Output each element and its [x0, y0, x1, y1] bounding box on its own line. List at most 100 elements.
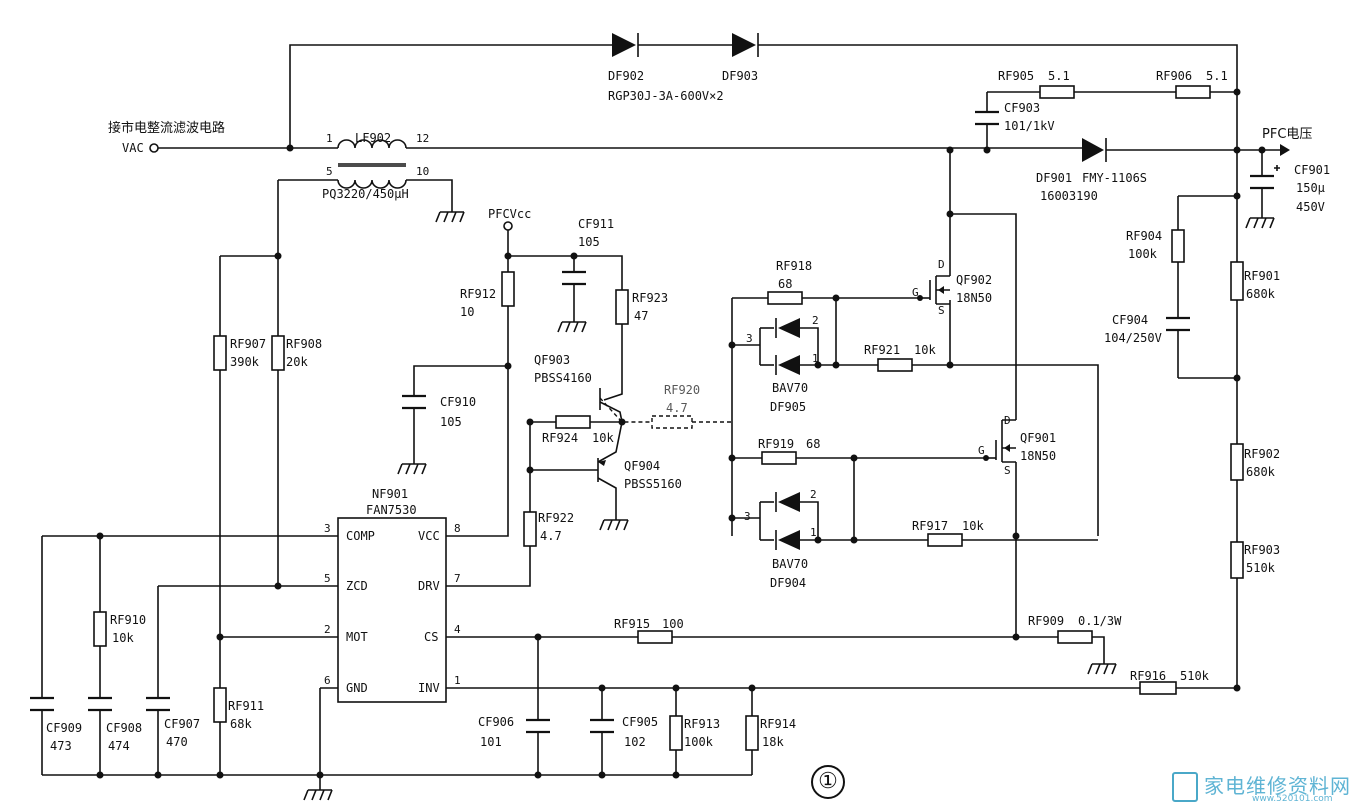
df902-df903-part: RGP30J-3A-600V×2 — [608, 89, 724, 103]
ic-pin-vcc: VCC — [418, 529, 440, 543]
qf902-s: S — [938, 304, 945, 317]
qf901-s: S — [1004, 464, 1011, 477]
ic-pin-drv: DRV — [418, 579, 440, 593]
cf906-ref: CF906 — [478, 715, 514, 729]
diode-df902 — [612, 33, 639, 57]
lf902-pin5: 5 — [326, 165, 333, 178]
rf905-value: 5.1 — [1048, 69, 1070, 83]
rf920-value: 4.7 — [666, 401, 688, 415]
ic-pin-cs: CS — [424, 630, 438, 644]
rf903-body — [1230, 541, 1244, 579]
figure-marker: ① — [811, 765, 845, 799]
qf902-g: G — [912, 286, 919, 299]
qf903-value: PBSS4160 — [534, 371, 592, 385]
ic-pin2-num: 2 — [324, 623, 331, 636]
ic-pin7-num: 7 — [454, 572, 461, 585]
rf909-value: 0.1/3W — [1078, 614, 1122, 628]
rf911-body — [213, 687, 227, 723]
mosfet-qf901 — [986, 419, 1016, 463]
ic-pin-zcd: ZCD — [346, 579, 368, 593]
rf917-ref: RF917 — [912, 519, 948, 533]
df905-value: BAV70 — [772, 381, 808, 395]
df905-pin3: 3 — [746, 332, 753, 345]
cf903-value: 101/1kV — [1004, 119, 1055, 133]
rf909-body — [1057, 630, 1093, 644]
vac-label: VAC — [122, 141, 144, 155]
rf907-value: 390k — [230, 355, 260, 369]
rf915-ref: RF915 — [614, 617, 650, 631]
lf902-pin1: 1 — [326, 132, 333, 145]
resistors — [93, 85, 1244, 751]
cf905-ref: CF905 — [622, 715, 658, 729]
cf901-plates — [1250, 165, 1280, 190]
rf910-value: 10k — [112, 631, 134, 645]
rf919-ref: RF919 — [758, 437, 794, 451]
cf907-ref: CF907 — [164, 717, 200, 731]
cf909-ref: CF909 — [46, 721, 82, 735]
rf916-body — [1139, 681, 1177, 695]
cf907-plates — [146, 696, 170, 712]
rf921-value: 10k — [914, 343, 936, 357]
df905-pin2: 2 — [812, 314, 819, 327]
capacitors — [30, 110, 1280, 734]
rf910-body — [93, 611, 107, 647]
rf918-value: 68 — [778, 277, 792, 291]
ic-pin6-num: 6 — [324, 674, 331, 687]
rf907-ref: RF907 — [230, 337, 266, 351]
vac-terminal — [149, 143, 159, 153]
lf902-pin12: 12 — [416, 132, 429, 145]
df901-ref: DF901 — [1036, 171, 1072, 185]
rf923-value: 47 — [634, 309, 648, 323]
rf901-ref: RF901 — [1244, 269, 1280, 283]
ic-pin1-num: 1 — [454, 674, 461, 687]
rf914-body — [745, 715, 759, 751]
df905-pin1: 1 — [812, 352, 819, 365]
rf922-body — [523, 511, 537, 547]
transistor-qf903 — [599, 386, 623, 423]
rf908-value: 20k — [286, 355, 308, 369]
rf909-ref: RF909 — [1028, 614, 1064, 628]
df903-ref: DF903 — [722, 69, 758, 83]
ground-symbols — [303, 211, 1275, 801]
rf904-body — [1171, 229, 1185, 263]
ic-pin-inv: INV — [418, 681, 440, 695]
rf908-body — [271, 335, 285, 371]
rf910-ref: RF910 — [110, 613, 146, 627]
rf906-ref: RF906 — [1156, 69, 1192, 83]
rf914-ref: RF914 — [760, 717, 796, 731]
cf911-plates — [562, 270, 586, 286]
cf906-value: 101 — [480, 735, 502, 749]
cf909-plates — [30, 696, 54, 712]
inductor-lf902 — [337, 139, 407, 189]
df902-ref: DF902 — [608, 69, 644, 83]
rf915-value: 100 — [662, 617, 684, 631]
qf901-ref: QF901 — [1020, 431, 1056, 445]
rf922-value: 4.7 — [540, 529, 562, 543]
wires — [41, 44, 1280, 790]
rf904-value: 100k — [1128, 247, 1158, 261]
cf904-ref: CF904 — [1112, 313, 1148, 327]
rf922-ref: RF922 — [538, 511, 574, 525]
pfcvcc-terminal — [503, 221, 513, 231]
pfc-out-arrow — [1280, 144, 1290, 156]
rf911-ref: RF911 — [228, 699, 264, 713]
cf910-plates — [402, 394, 426, 410]
rf902-body — [1230, 443, 1244, 481]
rf917-value: 10k — [962, 519, 984, 533]
qf904-value: PBSS5160 — [624, 477, 682, 491]
ic-ref: NF901 — [372, 487, 408, 501]
rf920-ref: RF920 — [664, 383, 700, 397]
qf902-d: D — [938, 258, 945, 271]
lf902-value: PQ3220/450μH — [322, 187, 409, 201]
rf903-value: 510k — [1246, 561, 1276, 575]
cf908-plates — [88, 696, 112, 712]
rf924-value: 10k — [592, 431, 614, 445]
rf919-value: 68 — [806, 437, 820, 451]
rf901-value: 680k — [1246, 287, 1276, 301]
rf916-ref: RF916 — [1130, 669, 1166, 683]
cf906-plates — [526, 718, 550, 734]
watermark-url: www.520101.com — [1252, 794, 1333, 804]
rf903-ref: RF903 — [1244, 543, 1280, 557]
qf901-d: D — [1004, 414, 1011, 427]
